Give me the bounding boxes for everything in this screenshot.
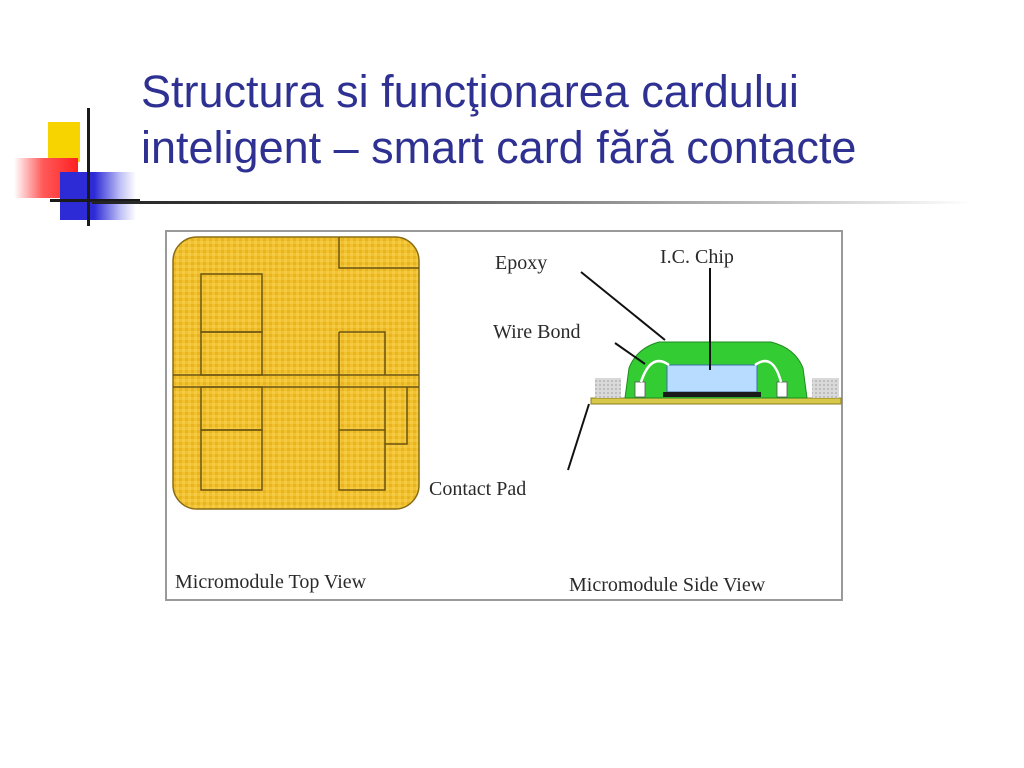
wire-bond-leader (614, 342, 646, 365)
decorative-corner-graphic (0, 100, 150, 230)
label-epoxy: Epoxy (495, 252, 547, 274)
epoxy-leader (580, 271, 666, 341)
title-line-1: Structura si funcţionarea cardului (141, 66, 799, 117)
title-divider (92, 201, 972, 204)
label-side-view: Micromodule Side View (569, 574, 766, 596)
vertical-crosshair-line (87, 108, 90, 226)
label-contact-pad: Contact Pad (429, 478, 526, 500)
wire-bond-left (639, 359, 670, 383)
label-top-view: Micromodule Top View (175, 571, 367, 593)
contact-pad-leader (567, 403, 590, 471)
diagram-canvas: Epoxy I.C. Chip Wire Bond Contact Pad Mi… (172, 236, 842, 596)
carrier-block-left (595, 378, 621, 398)
side-view-module (590, 341, 842, 405)
carrier-block-right (812, 378, 839, 398)
yellow-square (48, 122, 80, 162)
micromodule-diagram: Epoxy I.C. Chip Wire Bond Contact Pad Mi… (165, 230, 843, 601)
ic-chip (666, 364, 758, 393)
chip-die-attach (663, 392, 761, 397)
title-line-2: inteligent – smart card fără contacte (141, 122, 857, 173)
top-view-module (172, 236, 420, 510)
contact-pad-layer (590, 397, 842, 405)
label-ic-chip: I.C. Chip (660, 246, 734, 268)
label-wire-bond: Wire Bond (493, 321, 581, 343)
horizontal-crosshair-line (50, 199, 140, 202)
wire-bond-right (754, 359, 783, 383)
slide-title: Structura si funcţionarea cardului intel… (141, 64, 1001, 176)
blue-square (60, 172, 136, 220)
